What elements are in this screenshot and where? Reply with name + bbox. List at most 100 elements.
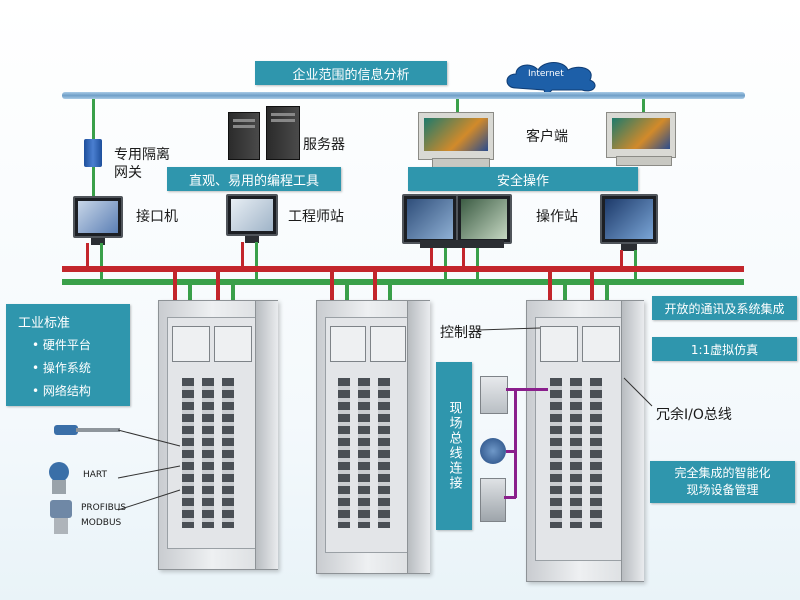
- profibus-transmitter-icon: [46, 498, 76, 536]
- io-module-column: [378, 378, 390, 528]
- server-tower-icon: [228, 112, 260, 160]
- cabinet-interior: [167, 317, 261, 549]
- io-module-column: [338, 378, 350, 528]
- gateway-drop-wire: [92, 99, 95, 139]
- industry-standard-item: • 网络结构: [32, 384, 91, 398]
- fieldbus-purple-branch: [506, 450, 516, 453]
- server-tower-icon: [266, 106, 300, 160]
- client-pc-base: [616, 156, 672, 166]
- control-cabinet: [316, 300, 430, 574]
- cabinet-drop-wire: [388, 285, 392, 310]
- cabinet-door: [621, 301, 644, 581]
- hart-transmitter-icon: [44, 460, 74, 496]
- fieldbus-purple-trunk: [514, 388, 517, 498]
- cabinet-door: [407, 301, 430, 573]
- station-drop-wire: [444, 248, 447, 281]
- industry-standard-title: 工业标准: [18, 316, 71, 331]
- control-network-red-bus: [62, 266, 744, 272]
- open-communication-panel: 开放的通讯及系统集成: [652, 296, 797, 320]
- enterprise-info-label: 企业范围的信息分析: [292, 67, 410, 83]
- cabinet-drop-wire: [548, 272, 552, 310]
- gateway-label-line2: 网关: [114, 165, 142, 181]
- smart-device-line2: 现场设备管理: [686, 483, 759, 497]
- client-pc-icon: [418, 112, 494, 160]
- controller-module: [330, 326, 366, 362]
- io-module-column: [202, 378, 214, 528]
- gateway-to-interface-wire: [92, 167, 95, 197]
- cabinet-drop-wire: [216, 272, 220, 310]
- industry-standard-item: • 操作系统: [32, 361, 91, 375]
- station-drop-wire: [620, 250, 623, 268]
- io-module-column: [550, 378, 562, 528]
- profibus-label: PROFIBUS: [81, 503, 127, 513]
- fieldbus-connection-panel: 现场总线连接: [436, 362, 472, 530]
- io-module-column: [182, 378, 194, 528]
- operator-station-monitor: [600, 194, 658, 251]
- internet-label: Internet: [528, 69, 564, 79]
- io-module-column: [570, 378, 582, 528]
- gateway-icon: [84, 139, 102, 167]
- industry-standard-item: • 硬件平台: [32, 338, 91, 352]
- engineer-station-monitor: [226, 194, 278, 243]
- control-network-green-bus: [62, 279, 744, 285]
- client-pc-icon: [606, 112, 676, 158]
- cabinet-drop-wire: [345, 285, 349, 310]
- station-drop-wire: [430, 248, 433, 268]
- client2-drop-wire: [642, 99, 645, 115]
- virtual-simulation-panel: 1:1虚拟仿真: [652, 337, 797, 361]
- programming-tools-label: 直观、易用的编程工具: [188, 173, 319, 189]
- io-module-column: [222, 378, 234, 528]
- smart-device-management-panel: 完全集成的智能化 现场设备管理: [650, 461, 795, 503]
- cabinet-drop-wire: [373, 272, 377, 310]
- open-communication-label: 开放的通讯及系统集成: [664, 301, 785, 316]
- gateway-label-line1: 专用隔离: [114, 147, 170, 163]
- cabinet-interior: [325, 317, 413, 553]
- redundant-io-label: 冗余I/O总线: [656, 407, 732, 423]
- interface-station-monitor: [73, 196, 123, 245]
- controller-module: [370, 326, 406, 362]
- cabinet-drop-wire: [188, 285, 192, 310]
- transmitter-probe-icon: [54, 420, 120, 440]
- client1-drop-wire: [456, 99, 459, 115]
- controller-module: [540, 326, 578, 362]
- io-module-column: [590, 378, 602, 528]
- operator-label: 操作站: [536, 209, 578, 225]
- controller-module: [172, 326, 210, 362]
- safe-operation-banner: 安全操作: [408, 167, 638, 191]
- industry-standard-panel: 工业标准 • 硬件平台 • 操作系统 • 网络结构: [6, 304, 130, 406]
- operator-station-monitor: [456, 194, 512, 244]
- station-drop-wire: [255, 242, 258, 281]
- control-cabinet: [158, 300, 278, 570]
- cabinet-drop-wire: [330, 272, 334, 310]
- station-drop-wire: [462, 248, 465, 268]
- gateway-label: 专用隔离 网关: [114, 146, 170, 182]
- station-drop-wire: [241, 242, 244, 268]
- information-network-line: [62, 92, 745, 99]
- operator-console-base: [420, 240, 504, 248]
- station-drop-wire: [86, 243, 89, 268]
- modbus-label: MODBUS: [81, 518, 122, 528]
- station-drop-wire: [476, 248, 479, 281]
- fieldbus-connection-label: 现场总线连接: [446, 401, 462, 491]
- controller-module: [214, 326, 252, 362]
- io-module-column: [358, 378, 370, 528]
- safe-operation-label: 安全操作: [496, 173, 549, 189]
- fieldbus-device-icon: [480, 478, 506, 522]
- station-drop-wire: [634, 250, 637, 281]
- cabinet-interior: [535, 317, 627, 561]
- fieldbus-device-icon: [480, 438, 506, 464]
- smart-device-line1: 完全集成的智能化: [674, 466, 771, 480]
- internet-cloud-icon: Internet: [502, 60, 602, 97]
- fieldbus-purple-branch: [506, 388, 548, 391]
- hart-label: HART: [83, 470, 108, 480]
- cabinet-door: [255, 301, 278, 569]
- cabinet-drop-wire: [563, 285, 567, 310]
- cabinet-drop-wire: [590, 272, 594, 310]
- station-drop-wire: [100, 243, 103, 281]
- control-cabinet: [526, 300, 644, 582]
- controller-label: 控制器: [440, 325, 482, 341]
- client-label: 客户端: [526, 129, 568, 145]
- virtual-simulation-label: 1:1虚拟仿真: [690, 342, 759, 357]
- fieldbus-device-icon: [480, 376, 508, 414]
